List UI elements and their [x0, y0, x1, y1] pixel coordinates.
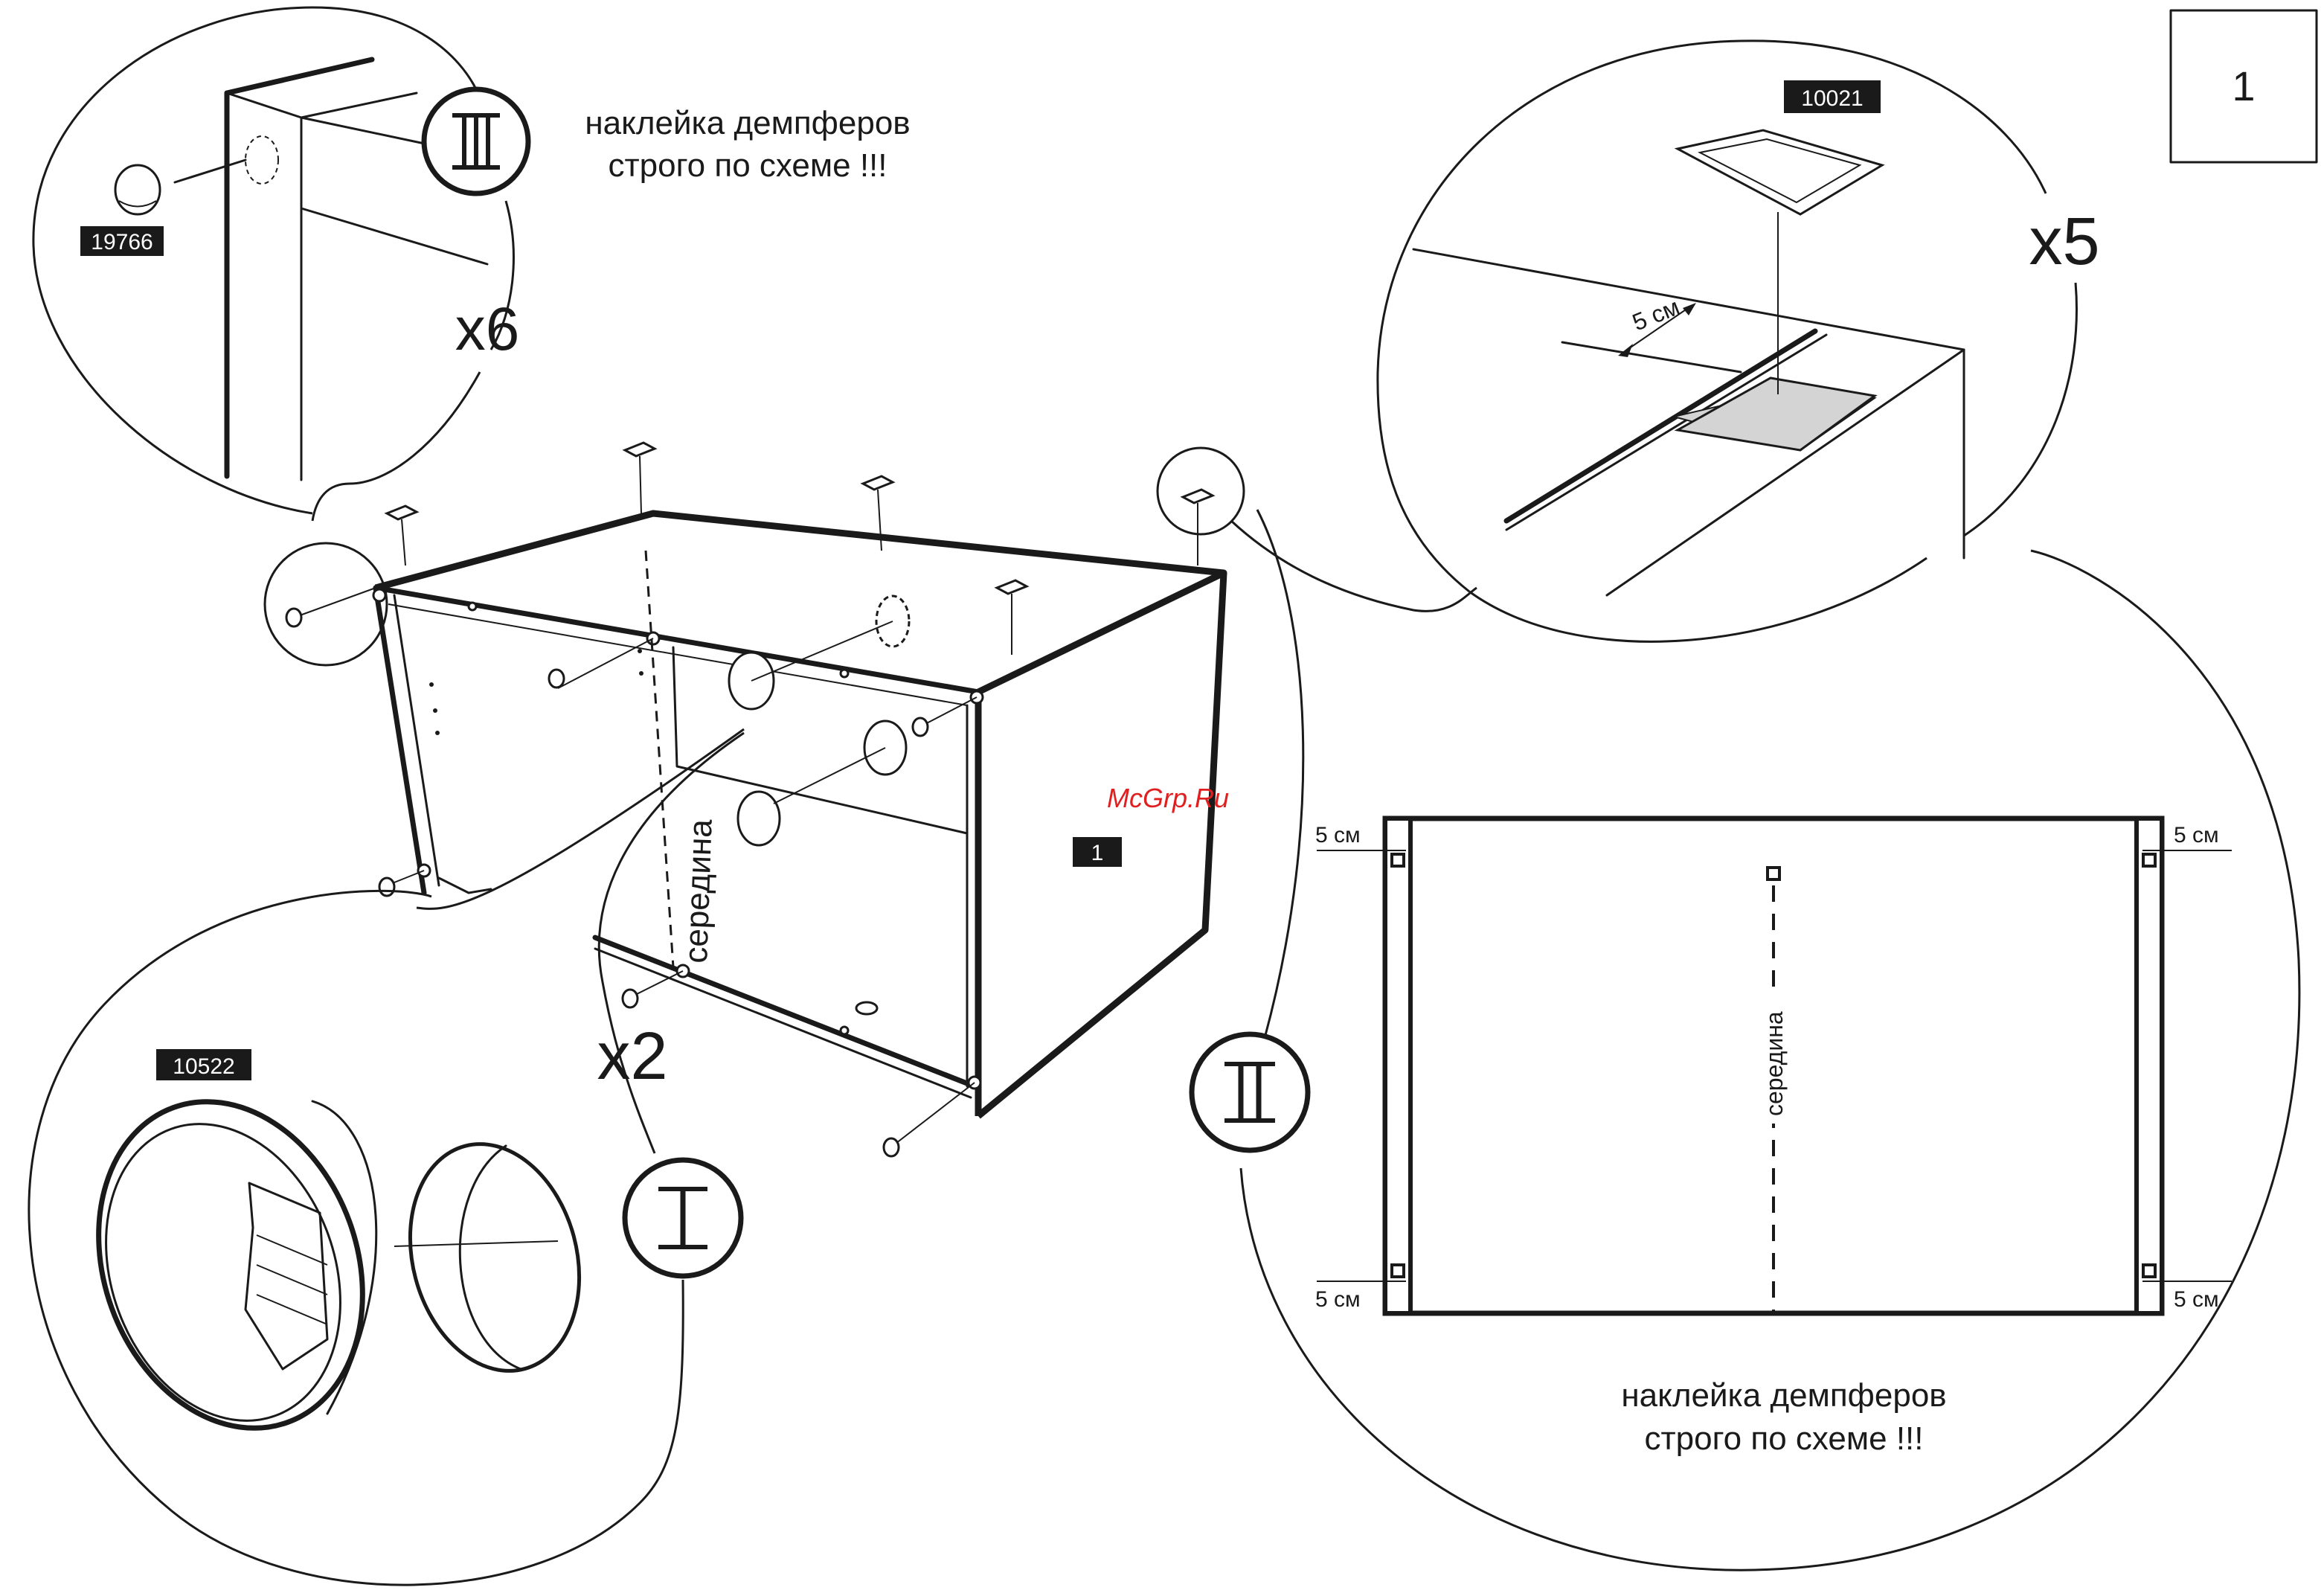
plan-dim-bottom-right: 5 см	[2174, 1287, 2219, 1312]
quantity-pads: x5	[2029, 205, 2099, 279]
grommet-cap-icon	[386, 1125, 604, 1390]
svg-text:19766: 19766	[91, 230, 153, 254]
detail-bubble-pads: 5 см 10021 x5	[1378, 41, 2100, 641]
svg-text:наклейка демпферов: наклейка демпферов	[585, 105, 910, 141]
cabinet-drawing: середина 1 McGrp.Ru	[286, 443, 1229, 1156]
watermark: McGrp.Ru	[1107, 783, 1229, 813]
part-code-grommet: 10522	[156, 1049, 251, 1080]
page-number-box: 1	[2171, 10, 2317, 162]
note-top: наклейка демпферов строго по схеме !!!	[585, 105, 910, 184]
svg-text:строго по схеме !!!: строго по схеме !!!	[609, 147, 887, 184]
middle-label-plan: середина	[1761, 1011, 1788, 1116]
part-code-pad: 10021	[1784, 80, 1881, 113]
svg-text:1: 1	[1091, 841, 1104, 865]
quantity-bumpers: x6	[455, 295, 520, 363]
step-marker-1	[625, 1160, 741, 1276]
detail-bubble-plan: 5 см 5 см 5 см 5 см середина наклейка де…	[1192, 510, 2299, 1570]
quantity-grommets: x2	[597, 1019, 667, 1094]
middle-label-cabinet: середина	[678, 818, 719, 964]
plan-dim-top-left: 5 см	[1315, 823, 1361, 847]
part-code-panel: 1	[1073, 837, 1122, 867]
page-number: 1	[2232, 63, 2255, 109]
note-bottom: наклейка демпферов строго по схеме !!!	[1621, 1377, 1946, 1457]
svg-text:10021: 10021	[1801, 86, 1863, 111]
part-code-bumper: 19766	[80, 226, 164, 256]
grommet-icon	[54, 1064, 406, 1465]
step-marker-3	[424, 89, 528, 193]
plan-dim-bottom-left: 5 см	[1315, 1287, 1361, 1312]
detail-bubble-grommets: 10522 x2	[29, 729, 744, 1585]
detail-bubble-bumpers: 19766 x6	[33, 7, 528, 521]
corner-callout-left	[265, 543, 387, 665]
damper-pad-icon	[1678, 130, 1882, 214]
svg-text:10522: 10522	[173, 1054, 234, 1079]
svg-text:строго по схеме !!!: строго по схеме !!!	[1645, 1420, 1924, 1457]
bumper-icon	[115, 165, 160, 214]
plan-dim-top-right: 5 см	[2174, 823, 2219, 847]
svg-text:наклейка демпферов: наклейка демпферов	[1621, 1377, 1946, 1414]
step-marker-2	[1192, 1034, 1308, 1150]
